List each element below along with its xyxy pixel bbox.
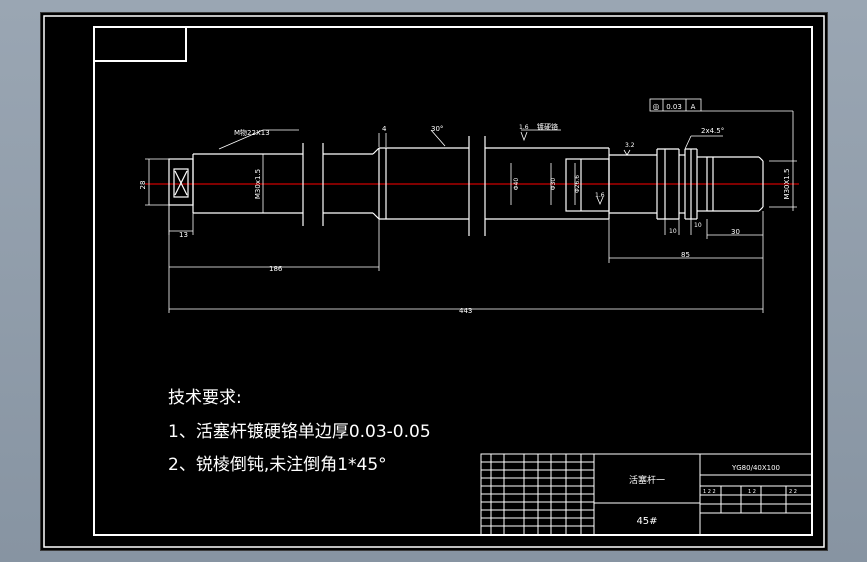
dim-10b: 10 [694,222,702,229]
tech-req-line-2: 2、锐棱倒钝,未注倒角1*45° [168,455,387,475]
dim-85: 85 [681,251,690,259]
dim-443: 443 [459,307,472,315]
corner-box [93,26,187,62]
gdt-frame: ◎ 0.03 A [649,98,702,112]
scale-cell-2: 1 2 [748,489,756,495]
material: 45# [636,516,657,527]
drawing-sheet: ◎ 0.03 A M物22X13 4 30° 1.6 镀硬铬 3.2 1.6 2… [43,15,825,548]
scale-cell-1: 1 2 2 [703,489,716,495]
label-phi-rod: Φ40 [513,178,520,191]
gdt-symbol: ◎ [653,102,660,111]
scale-cell-3: 2 2 [789,489,797,495]
label-roughness-top: 1.6 [519,124,529,131]
drawing-number: YG80/40X100 [731,464,780,472]
part-name: 活塞杆一 [629,474,665,486]
label-thread-left: M物22X13 [234,128,270,137]
gdt-datum: A [691,103,696,111]
tech-req-line-1: 1、活塞杆镀硬铬单边厚0.03-0.05 [168,422,431,442]
cad-drawing-viewport[interactable]: ◎ 0.03 A M物22X13 4 30° 1.6 镀硬铬 3.2 1.6 2… [40,12,828,551]
label-angle: 30° [431,125,443,133]
dimension-values: 13 186 443 85 10 10 30 [179,222,740,315]
label-chamfer: 2x4.5° [701,127,724,135]
label-phi-mid: Φ26.6 [574,175,581,193]
inner-frame [93,26,813,536]
label-thread-m30: M30x1.5 [254,169,262,199]
dimension-lines [145,110,797,313]
dim-10: 10 [669,228,677,235]
gdt-value: 0.03 [666,103,682,111]
label-phi-rod2: Φ30 [550,178,557,191]
dim-13: 13 [179,231,188,239]
label-phi-hex: 28 [139,181,147,190]
dim-30: 30 [731,228,740,236]
tech-req-title: 技术要求: [168,388,242,408]
dim-186: 186 [269,265,283,273]
label-chrome: 镀硬铬 [537,122,558,131]
label-thread-right: M30X1.5 [783,169,791,200]
annotation-texts: M物22X13 4 30° 1.6 镀硬铬 3.2 1.6 2x4.5° 28 … [139,122,791,199]
shaft-outline [168,136,764,236]
outer-border [43,15,825,548]
label-roughness-32: 3.2 [625,142,635,149]
label-small-4: 4 [382,125,387,133]
title-block [480,453,813,536]
label-roughness-low: 1.6 [595,192,605,199]
